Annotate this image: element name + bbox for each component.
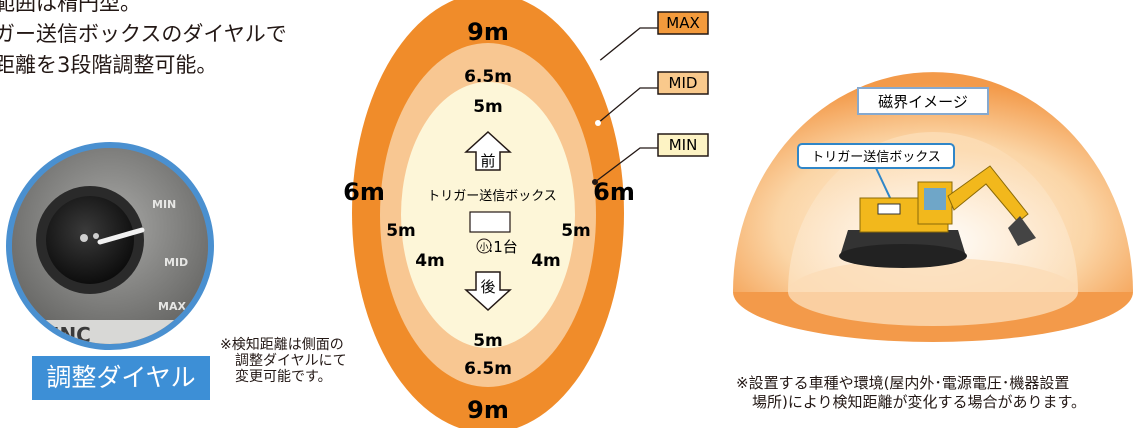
back-arrow-label: 後 (480, 278, 495, 296)
dial-pointer (97, 227, 145, 245)
trigger-box-icon (469, 211, 511, 233)
dial-tick-mid: MID (164, 256, 188, 269)
note-left-line-2: 調整ダイヤルにて (235, 353, 347, 369)
note-left-line-3: 変更可能です。 (235, 369, 332, 385)
field-title: 磁界イメージ (878, 93, 968, 111)
tag-max (657, 11, 709, 35)
front-arrow-icon (464, 130, 512, 171)
mid-front-distance: 6.5m (464, 67, 512, 87)
dial-brand-partial: INC (52, 323, 91, 344)
dial-illustration: MIN MID MAX INC (12, 148, 208, 344)
dial-tick-max: MAX (158, 300, 186, 313)
leader-min-dot (592, 179, 598, 185)
note-left: ※検知距離は側面の 調整ダイヤルにて 変更可能です。 (220, 337, 347, 385)
intro-line-2: ガー送信ボックスのダイヤルで (0, 22, 287, 46)
min-rear-distance: 5m (473, 331, 503, 351)
min-front-distance: 5m (473, 97, 503, 117)
field-box-label: トリガー送信ボックス (811, 150, 941, 165)
max-front-distance: 9m (467, 18, 509, 46)
field-ground-inner (788, 258, 1078, 326)
note-left-line-1: ※検知距離は側面の (220, 337, 344, 353)
front-arrow-label: 前 (480, 152, 495, 170)
max-right-distance: 6m (593, 178, 635, 206)
intro-text: 範囲は楕円型。 ガー送信ボックスのダイヤルで 距離を3段階調整可能。 (0, 0, 287, 81)
dial-photo: MIN MID MAX INC (6, 142, 214, 350)
note-right-line-1: ※設置する車種や環境(屋内外･電源電圧･機器設置 (736, 374, 1070, 392)
mid-right-distance: 5m (561, 221, 591, 241)
leader-max-dot (595, 59, 601, 65)
max-left-distance: 6m (343, 178, 385, 206)
intro-line-3: 距離を3段階調整可能。 (0, 53, 218, 77)
back-arrow-icon (464, 271, 512, 312)
leader-mid-dot (595, 120, 601, 126)
mid-rear-distance: 6.5m (464, 359, 512, 379)
dial-caption: 調整ダイヤル (32, 356, 210, 400)
min-right-distance: 4m (531, 251, 561, 271)
note-right: ※設置する車種や環境(屋内外･電源電圧･機器設置 場所)により検知距離が変化する… (736, 374, 1086, 412)
note-right-line-2: 場所)により検知距離が変化する場合があります。 (752, 393, 1087, 411)
dial-tick-min: MIN (152, 198, 176, 211)
tag-min-text: MIN (669, 136, 698, 154)
tag-mid-text: MID (669, 74, 698, 92)
max-rear-distance: 9m (467, 396, 509, 424)
trigger-box-count: :1台 (488, 238, 518, 256)
excavator-icon (839, 165, 1036, 268)
tag-min (657, 133, 709, 157)
magnetic-field-illustration: 磁界イメージ トリガー送信ボックス (733, 72, 1133, 342)
mid-left-distance: 5m (386, 221, 416, 241)
tag-max-text: MAX (666, 14, 699, 32)
tag-mid (657, 71, 709, 95)
field-title-box (857, 87, 989, 115)
detection-range-diagram: MAX MID MIN 9m 6.5m 5m 6m 6m 5m 5m 4m 4m… (343, 0, 709, 428)
dial-knob (46, 196, 134, 284)
min-left-distance: 4m (415, 251, 445, 271)
trigger-box-label: トリガー送信ボックス (427, 189, 557, 204)
intro-line-1: 範囲は楕円型。 (0, 0, 141, 15)
svg-text:小: 小 (479, 242, 488, 253)
